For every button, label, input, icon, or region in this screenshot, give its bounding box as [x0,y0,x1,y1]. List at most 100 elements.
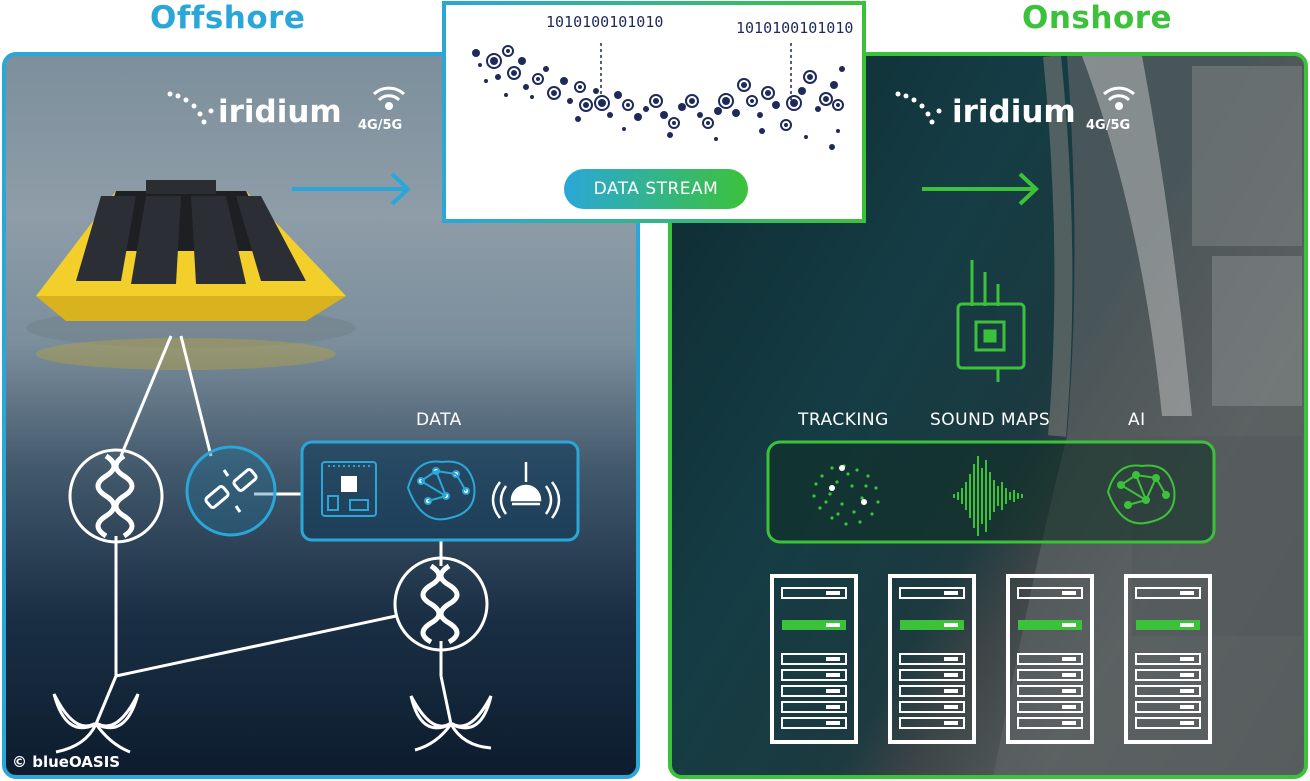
data-bubble [732,109,740,117]
data-bubble [523,84,529,90]
data-stream-pill [564,169,748,209]
aerial-coast-image [993,56,1304,775]
data-bubble [830,81,838,89]
sound-maps-label: SOUND MAPS [930,410,1051,430]
offshore-heading: Offshore [150,0,306,36]
data-bubble [643,106,649,112]
hydrophone-icon [491,462,561,519]
data-bubble-core [578,85,582,89]
data-bubble-core [490,57,498,65]
iridium-brand: iridium [952,94,1076,130]
data-bubble [543,66,549,72]
data-bubble [495,74,501,80]
data-bubble [607,112,613,118]
data-bubble [660,111,668,119]
data-bubble [678,103,686,111]
data-bubble [634,113,642,121]
data-bubble [798,87,806,95]
data-bubble [697,112,703,118]
data-bubble [593,88,599,94]
ai-brain-icon [1106,464,1176,525]
anchor-icon [52,693,140,754]
data-bubble [839,66,845,72]
iridium-logo-icon [895,91,942,125]
data-bubble-core [765,90,771,96]
data-bubble-core [653,98,659,104]
data-bubble-core [807,74,813,80]
data-bubble [804,135,808,139]
data-bubble-core [750,99,754,103]
data-bubble-core [536,77,540,81]
arrow-right-icon [922,172,1039,206]
data-bubble-core [722,97,730,105]
data-bubble [772,101,780,109]
data-bubble-core [784,123,788,127]
data-bubble [530,95,534,99]
wifi-icon [372,86,406,110]
data-label: DATA [416,410,462,430]
circuit-board-icon [321,461,377,517]
data-bubble-core [551,90,557,96]
connection-link-icon [185,445,277,537]
sound-waveform-icon [953,456,1023,536]
binary-right: 1010100101010 [736,19,854,37]
data-bubble [575,116,581,122]
neural-network-icon [406,460,476,521]
data-bubble-core [836,103,840,107]
data-bubble [714,107,722,115]
server-rack-icon [888,574,976,744]
data-bubble-core [583,102,589,108]
data-bubble-core [823,96,829,102]
data-bubble-core [672,121,676,125]
data-bubble [759,128,765,134]
receiver-device-icon [956,260,1026,382]
data-bubble-core [506,49,510,53]
data-bubble-core [598,99,606,107]
data-bubble [714,137,718,141]
data-bubbles-icon [472,45,845,150]
network-label: 4G/5G [358,118,403,133]
data-stream-panel: 1010100101010 1010100101010 DATA STREAM [442,1,866,223]
data-bubble-core [511,70,517,76]
data-bubble [504,93,508,97]
data-bubble [478,63,482,67]
data-bubble [518,57,526,65]
anchor-icon [409,695,493,752]
buoy-image [26,180,356,370]
data-stream-label: DATA STREAM [593,179,719,199]
onshore-heading: Onshore [1022,0,1173,36]
server-rack-icon [1006,574,1094,744]
offshore-illustration [26,86,580,754]
data-bubble [622,127,626,131]
server-rack-icon [1124,574,1212,744]
network-label: 4G/5G [1086,118,1131,133]
ai-label: AI [1128,410,1146,430]
data-bubble [815,106,821,112]
data-bubble [667,132,673,138]
data-bubble-core [790,99,798,107]
iridium-brand: iridium [218,94,342,130]
rope-detail-icon [393,556,489,652]
data-bubble [560,77,568,85]
data-bubble-core [626,103,630,107]
rope-detail-icon [68,448,164,544]
data-bubble [484,79,488,83]
data-bubble [836,129,840,133]
data-bubble [472,49,480,57]
iridium-logo-icon [167,91,214,125]
data-bubble [614,91,622,99]
server-rack-icon [770,574,858,744]
data-bubble [757,112,763,118]
data-bubble-core [706,121,710,125]
onshore-illustration [766,56,1304,775]
data-bubble [829,144,835,150]
tracking-label: TRACKING [798,410,889,430]
arrow-right-icon [292,172,411,206]
data-bubble [567,98,573,104]
data-bubble-core [741,82,747,88]
binary-left: 1010100101010 [546,13,664,31]
data-stream-illustration [472,43,845,209]
copyright-credit: © blueOASIS [12,753,121,771]
tracking-icon [812,464,880,526]
data-bubble-core [689,98,695,104]
